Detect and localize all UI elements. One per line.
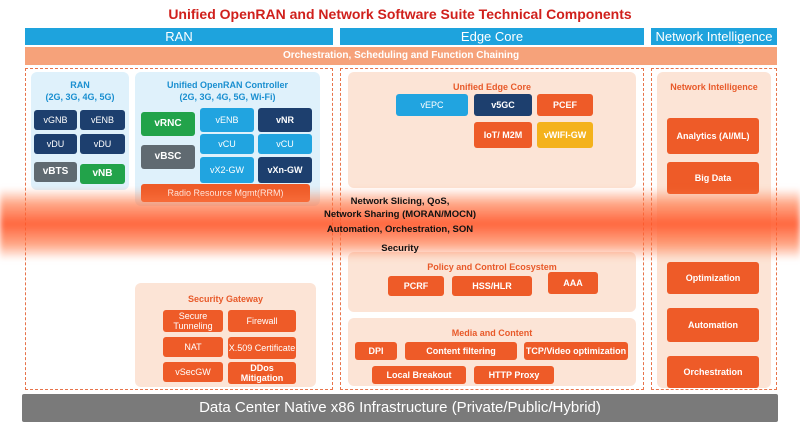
column-header-network-intelligence: Network Intelligence: [651, 28, 777, 45]
orchestration-bar: Orchestration, Scheduling and Function C…: [25, 47, 777, 65]
vsecgw-box: vSecGW: [163, 362, 223, 382]
policy-control-title: Policy and Control Ecosystem: [427, 262, 557, 272]
vx2-gw-box: vX2-GW: [200, 157, 254, 183]
pcrf-box: PCRF: [388, 276, 444, 296]
hss-hlr-box: HSS/HLR: [452, 276, 532, 296]
ran-panel-title: RAN: [70, 80, 90, 90]
optimization-box: Optimization: [667, 262, 759, 294]
vxn-gw-box: vXn-GW: [258, 157, 312, 183]
v5gc-box: v5GC: [474, 94, 532, 116]
network-intelligence-title: Network Intelligence: [670, 82, 758, 92]
cross-cutting-band: [0, 188, 800, 260]
content-filtering-box: Content filtering: [405, 342, 517, 360]
venb-controller-box: vENB: [200, 108, 254, 132]
vcu-box: vCU: [258, 134, 312, 154]
band-line-automation: Automation, Orchestration, SON: [326, 224, 474, 235]
aaa-box: AAA: [548, 272, 598, 294]
pcef-box: PCEF: [537, 94, 593, 116]
ddos-mitigation-box: DDos Mitigation: [228, 362, 296, 384]
vnr-box: vNR: [258, 108, 312, 132]
venb-box: vENB: [80, 110, 125, 130]
vcu-box: vCU: [200, 134, 254, 154]
band-line-network-slicing: Network Slicing, QoS,: [350, 196, 450, 207]
controller-panel-title: Unified OpenRAN Controller: [167, 80, 288, 90]
iot-m2m-box: IoT/ M2M: [474, 122, 532, 148]
automation-box: Automation: [667, 308, 759, 342]
http-proxy-box: HTTP Proxy: [474, 366, 554, 384]
analytics-box: Analytics (AI/ML): [667, 118, 759, 154]
local-breakout-box: Local Breakout: [372, 366, 466, 384]
unified-edge-core-title: Unified Edge Core: [452, 82, 531, 92]
vepc-box: vEPC: [396, 94, 468, 116]
ran-panel-subtitle: (2G, 3G, 4G, 5G): [45, 92, 115, 102]
firewall-box: Firewall: [228, 310, 296, 332]
column-header-edge-core: Edge Core: [340, 28, 644, 45]
nat-box: NAT: [163, 337, 223, 357]
vbsc-box: vBSC: [141, 145, 195, 169]
x509-certificate-box: X.509 Certificate: [228, 337, 296, 359]
band-line-security: Security: [381, 243, 419, 254]
band-line-network-sharing: Network Sharing (MORAN/MOCN): [324, 209, 476, 220]
column-header-ran: RAN: [25, 28, 333, 45]
controller-panel-subtitle: (2G, 3G, 4G, 5G, Wi-Fi): [179, 92, 276, 102]
infrastructure-bar: Data Center Native x86 Infrastructure (P…: [22, 394, 778, 422]
tcp-video-optimization-box: TCP/Video optimization: [524, 342, 628, 360]
vwifi-gw-box: vWIFI-GW: [537, 122, 593, 148]
page-title: Unified OpenRAN and Network Software Sui…: [168, 6, 632, 22]
vdu-box: vDU: [34, 134, 77, 154]
vgnb-box: vGNB: [34, 110, 77, 130]
vnb-box: vNB: [80, 164, 125, 184]
vrnc-box: vRNC: [141, 112, 195, 136]
security-gateway-title: Security Gateway: [187, 294, 264, 304]
media-content-title: Media and Content: [451, 328, 533, 338]
vdu-box: vDU: [80, 134, 125, 154]
vbts-box: vBTS: [34, 162, 77, 182]
orchestration-box: Orchestration: [667, 356, 759, 388]
dpi-box: DPI: [355, 342, 397, 360]
secure-tunneling-box: Secure Tunneling: [163, 310, 223, 332]
